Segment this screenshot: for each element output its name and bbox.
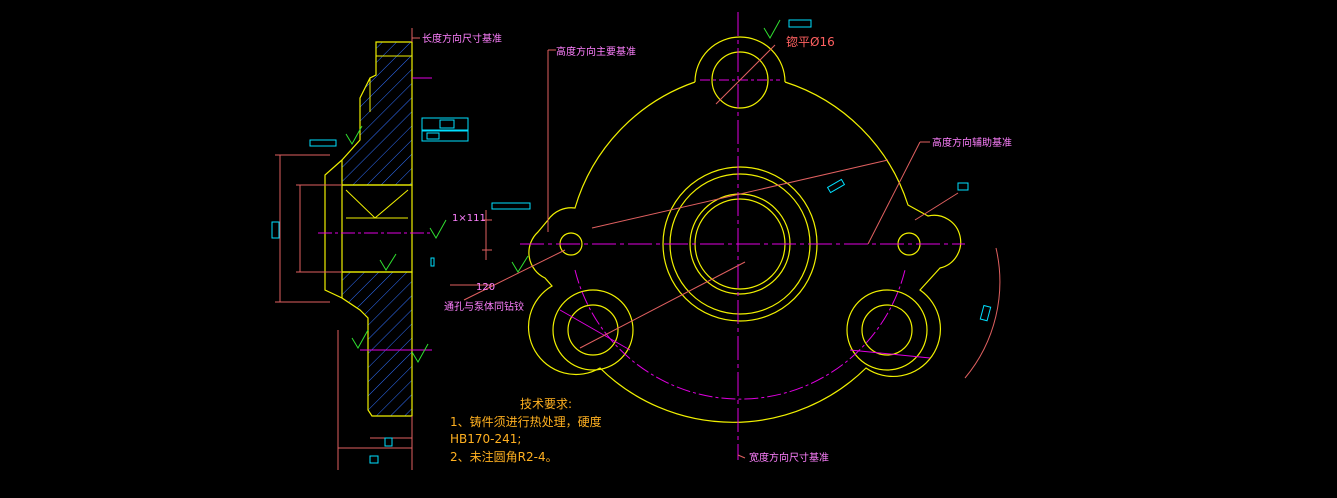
tech-requirements: 技术要求: 1、铸件须进行热处理，硬度 HB170-241; 2、未注圆角R2-… (450, 397, 602, 464)
tolerance-frame-2 (421, 130, 469, 142)
tech-line-3: 2、未注圆角R2-4。 (450, 449, 558, 464)
section-hatch-lower (341, 271, 413, 417)
top-boss (694, 36, 786, 83)
section-cap (375, 41, 413, 57)
dim-center-ring (591, 159, 889, 229)
lower-left-boss (552, 289, 634, 371)
surface-symbol-7 (763, 19, 781, 39)
label-dim-120: 120 (476, 282, 495, 293)
leader-hole-note (463, 249, 566, 301)
lower-right-hole (861, 304, 913, 356)
label-height-main-datum: 高度方向主要基准 (556, 45, 636, 58)
surface-symbol-4 (351, 329, 369, 349)
label-counterbore: 锪平Ø16 (786, 34, 835, 49)
body-contour (527, 81, 962, 423)
tolerance-frame-1 (421, 117, 469, 131)
label-height-aux-datum: 高度方向辅助基准 (932, 136, 1012, 149)
bolt-circle-arc (574, 269, 906, 400)
label-hole-note: 通孔与泵体同钻铰 (444, 300, 524, 313)
leader-width (737, 454, 746, 459)
leader-height-aux (867, 141, 921, 245)
drill-point (345, 189, 409, 219)
surface-symbol-5 (411, 343, 429, 363)
dim-angle-arc (964, 247, 1001, 379)
surface-symbol-2 (429, 219, 447, 239)
section-hatch-upper (341, 41, 413, 186)
top-hole (711, 51, 769, 109)
surface-symbol-6 (511, 255, 529, 273)
dim-lower-hole (579, 261, 746, 349)
tech-line-1: 1、铸件须进行热处理，硬度 (450, 414, 602, 429)
lower-right-boss (846, 289, 928, 371)
label-dim-1x111: 1×111 (452, 213, 486, 224)
section-bore (341, 184, 413, 273)
section-outline-left (324, 159, 343, 299)
front-view (463, 12, 1001, 460)
label-length-datum: 长度方向尺寸基准 (422, 32, 502, 45)
dim-top-hole (715, 44, 776, 105)
lower-left-hole (567, 304, 619, 356)
label-width-datum: 宽度方向尺寸基准 (749, 451, 829, 464)
tech-title: 技术要求: (520, 397, 572, 411)
tech-line-2: HB170-241; (450, 432, 521, 446)
surface-symbol-3 (379, 253, 397, 271)
section-view (271, 19, 781, 470)
surface-symbol-1 (345, 125, 363, 145)
dim-box-left (271, 221, 280, 239)
